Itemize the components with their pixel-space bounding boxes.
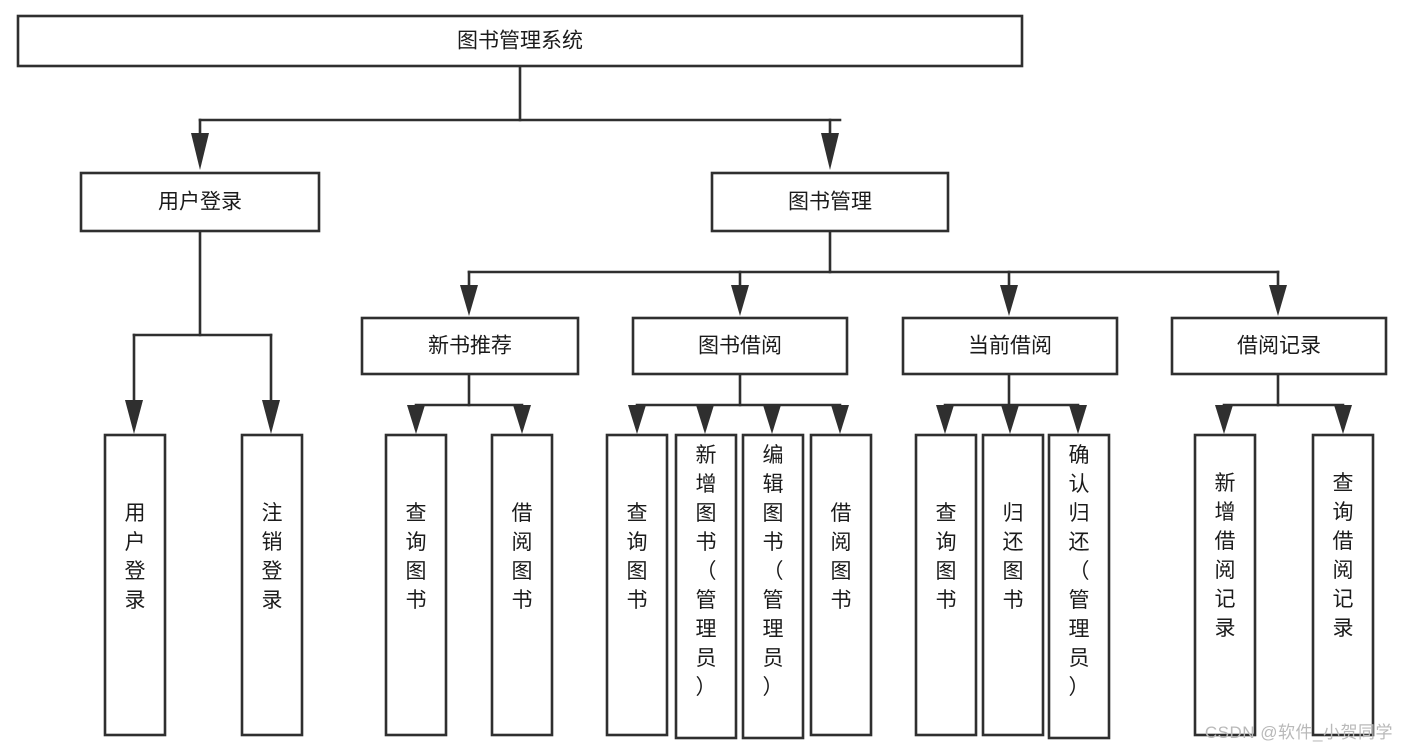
node-current-borrow[interactable]: 当前借阅	[901, 316, 1119, 376]
node-leaf-query-record[interactable]: 查询借阅记录	[1311, 433, 1375, 737]
node-leaf-borrow-book-2-box[interactable]	[809, 433, 873, 737]
node-leaf-add-record-label: 新增借阅记录	[1215, 472, 1236, 640]
node-leaf-add-book-label: 新增图书（管理员）	[696, 444, 717, 699]
arrow-head-leaf-query-record	[1334, 405, 1352, 434]
arrow-head-leaf-user-login	[125, 400, 143, 434]
node-book-manage[interactable]: 图书管理	[710, 171, 950, 233]
node-leaf-confirm-return[interactable]: 确认归还（管理员）	[1047, 433, 1111, 740]
arrow-head-leaf-edit-book	[763, 405, 781, 434]
arrow-head-new-book-rec	[460, 285, 478, 316]
node-leaf-return-book-label: 归还图书	[1003, 502, 1024, 612]
node-leaf-edit-book-label: 编辑图书（管理员）	[763, 444, 784, 699]
node-leaf-return-book[interactable]: 归还图书	[981, 433, 1045, 737]
node-leaf-add-book-box[interactable]	[674, 433, 738, 740]
node-leaf-user-login-label: 用户登录	[125, 502, 146, 612]
arrow-head-leaf-add-book	[696, 405, 714, 434]
node-leaf-edit-book[interactable]: 编辑图书（管理员）	[741, 433, 805, 740]
node-leaf-borrow-book-1[interactable]: 借阅图书	[490, 433, 554, 737]
node-leaf-confirm-return-box[interactable]	[1047, 433, 1111, 740]
node-book-borrow-label: 图书借阅	[698, 335, 782, 358]
connector-group-root	[191, 64, 842, 170]
node-leaf-query-book-3-box[interactable]	[914, 433, 978, 737]
node-leaf-add-book[interactable]: 新增图书（管理员）	[674, 433, 738, 740]
node-leaf-query-book-2-box[interactable]	[605, 433, 669, 737]
node-leaf-borrow-book-2-label: 借阅图书	[831, 502, 852, 612]
node-leaf-query-record-label: 查询借阅记录	[1333, 472, 1354, 640]
arrow-head-leaf-query-book-1	[407, 405, 425, 434]
node-leaf-add-record-box[interactable]	[1193, 433, 1257, 737]
node-user-login-label: 用户登录	[158, 191, 242, 214]
node-leaf-borrow-book-2[interactable]: 借阅图书	[809, 433, 873, 737]
connector-group-book-manage	[460, 229, 1287, 316]
node-book-manage-box[interactable]	[710, 171, 950, 233]
node-leaf-query-book-2[interactable]: 查询图书	[605, 433, 669, 737]
node-borrow-record-label: 借阅记录	[1237, 335, 1321, 358]
arrow-head-leaf-query-book-3	[936, 405, 954, 434]
node-leaf-add-record[interactable]: 新增借阅记录	[1193, 433, 1257, 737]
arrow-head-leaf-borrow-book-2	[831, 405, 849, 434]
connector-group-current-borrow	[936, 372, 1087, 434]
node-book-manage-label: 图书管理	[788, 191, 872, 214]
node-user-login[interactable]: 用户登录	[79, 171, 321, 233]
arrow-head-leaf-borrow-book-1	[513, 405, 531, 434]
node-new-book-rec[interactable]: 新书推荐	[360, 316, 580, 376]
node-book-borrow-box[interactable]	[631, 316, 849, 376]
node-borrow-record[interactable]: 借阅记录	[1170, 316, 1388, 376]
arrow-head-leaf-add-record	[1215, 405, 1233, 434]
watermark-text: CSDN @软件_小贺同学	[1204, 723, 1393, 742]
node-current-borrow-label: 当前借阅	[968, 335, 1052, 358]
node-leaf-borrow-book-1-box[interactable]	[490, 433, 554, 737]
node-leaf-query-book-3[interactable]: 查询图书	[914, 433, 978, 737]
node-leaf-query-book-3-label: 查询图书	[936, 502, 957, 612]
connector-group-borrow-record	[1215, 372, 1352, 434]
node-leaf-query-book-2-label: 查询图书	[627, 502, 648, 612]
node-book-borrow[interactable]: 图书借阅	[631, 316, 849, 376]
node-new-book-rec-label: 新书推荐	[428, 335, 512, 358]
arrow-head-book-manage	[821, 133, 839, 170]
node-leaf-return-book-box[interactable]	[981, 433, 1045, 737]
node-new-book-rec-box[interactable]	[360, 316, 580, 376]
node-leaf-user-login[interactable]: 用户登录	[103, 433, 167, 737]
arrow-head-book-borrow	[731, 285, 749, 316]
arrow-head-user-login	[191, 133, 209, 170]
connector-group-new-book-rec	[407, 372, 531, 434]
arrow-head-borrow-record	[1269, 285, 1287, 316]
node-leaf-confirm-return-label: 确认归还（管理员）	[1069, 444, 1090, 699]
arrow-head-leaf-logout	[262, 400, 280, 434]
node-leaf-borrow-book-1-label: 借阅图书	[512, 502, 533, 612]
node-leaf-logout-box[interactable]	[240, 433, 304, 737]
node-leaf-query-record-box[interactable]	[1311, 433, 1375, 737]
arrow-head-leaf-query-book-2	[628, 405, 646, 434]
node-leaf-edit-book-box[interactable]	[741, 433, 805, 740]
node-leaf-query-book-1-box[interactable]	[384, 433, 448, 737]
arrow-head-leaf-return-book	[1001, 405, 1019, 434]
node-leaf-logout[interactable]: 注销登录	[240, 433, 304, 737]
node-root-label: 图书管理系统	[457, 30, 583, 53]
arrow-head-leaf-confirm-return	[1069, 405, 1087, 434]
node-leaf-user-login-box[interactable]	[103, 433, 167, 737]
node-leaf-query-book-1[interactable]: 查询图书	[384, 433, 448, 737]
node-leaf-logout-label: 注销登录	[262, 502, 283, 612]
node-user-login-box[interactable]	[79, 171, 321, 233]
node-borrow-record-box[interactable]	[1170, 316, 1388, 376]
node-current-borrow-box[interactable]	[901, 316, 1119, 376]
node-leaf-query-book-1-label: 查询图书	[406, 502, 427, 612]
node-root-box[interactable]	[16, 14, 1024, 68]
arrow-head-current-borrow	[1000, 285, 1018, 316]
connector-group-user-login	[125, 229, 280, 434]
connector-group-book-borrow	[628, 372, 849, 434]
node-root[interactable]: 图书管理系统	[16, 14, 1024, 68]
